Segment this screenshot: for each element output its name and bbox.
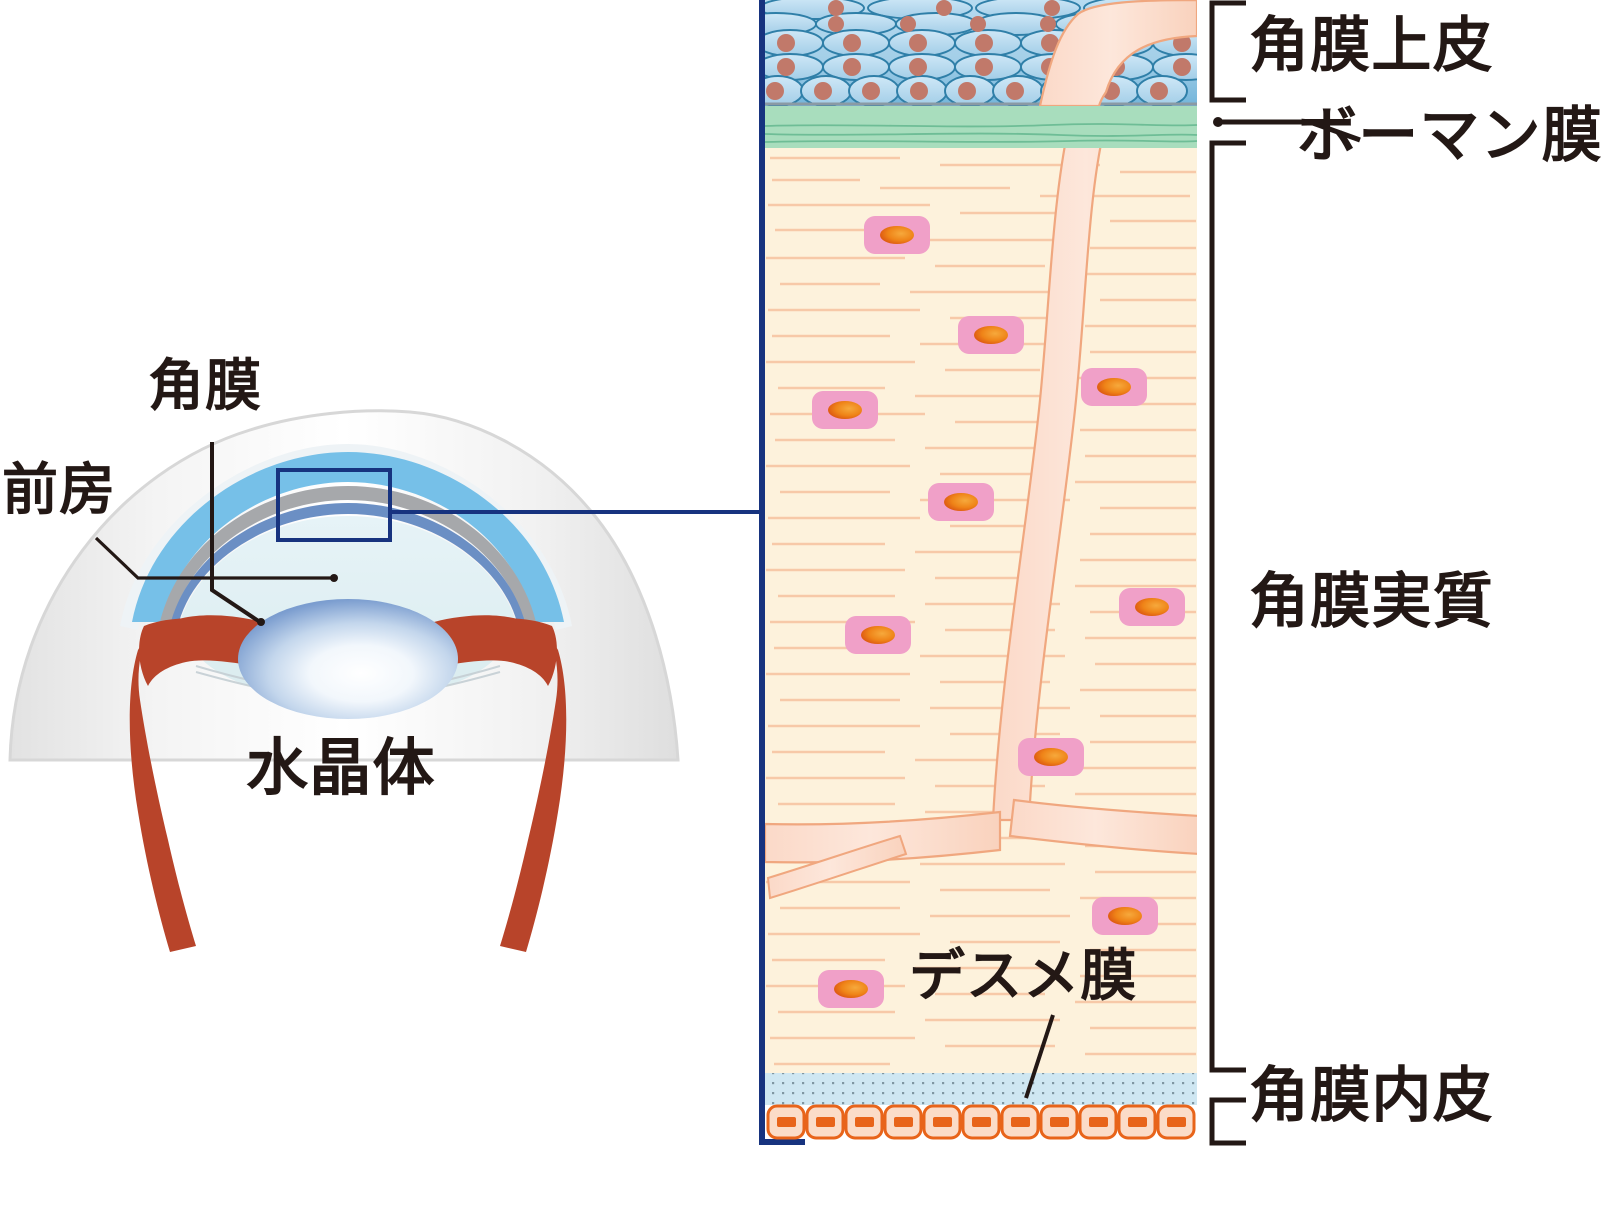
iris-ciliary-right (407, 615, 567, 952)
endothelium-cells (766, 1104, 1196, 1140)
descemet-leader (1024, 1014, 1055, 1099)
callout-box (276, 468, 392, 542)
cornea-inner-blue-band (171, 503, 525, 622)
bracket-epithelium (1209, 0, 1246, 103)
label-bowman-membrane: ボーマン膜 (1297, 102, 1603, 169)
label-lens: 水晶体 (246, 734, 436, 803)
keratocyte (1092, 897, 1158, 935)
label-cornea: 角膜 (148, 354, 263, 417)
keratocyte (818, 970, 884, 1008)
bracket-endothelium (1209, 1097, 1246, 1146)
anterior-chamber-leader-line (94, 536, 334, 580)
panel-blue-frame (759, 0, 805, 1145)
label-corneal-endothelium: 角膜内皮 (1249, 1062, 1494, 1129)
descemet-membrane-layer (765, 1073, 1197, 1105)
keratocyte (1119, 588, 1185, 626)
corneal-nerve-fiber (765, 1, 1197, 900)
keratocyte (845, 616, 911, 654)
label-anterior-chamber: 前房 (2, 458, 117, 521)
anterior-chamber-leader-dot (330, 574, 338, 582)
keratocyte (1018, 738, 1084, 776)
eye-cross-section (8, 409, 762, 952)
label-descemet-membrane: デスメ膜 (909, 944, 1138, 1007)
histology-panel (759, 0, 1361, 1146)
nerve-in-epithelium (1038, 0, 1197, 106)
cornea-leader-line (210, 442, 262, 624)
keratocyte (928, 483, 994, 521)
bowman-layer-fibers (764, 123, 1198, 143)
crystalline-lens (238, 599, 458, 719)
cornea-gray-band (160, 486, 536, 622)
cornea-outer-blue (132, 452, 564, 622)
bracket-stroma (1209, 140, 1246, 1073)
label-corneal-stroma: 角膜実質 (1249, 568, 1494, 635)
bowman-leader-dot (1213, 117, 1223, 127)
iris-ciliary-left (129, 615, 289, 952)
cornea-leader-dot (257, 618, 265, 626)
label-corneal-epithelium: 角膜上皮 (1249, 12, 1494, 79)
keratocyte (864, 216, 930, 254)
keratocyte (1081, 368, 1147, 406)
bracket-bowman-leader (1217, 119, 1361, 143)
keratocyte (812, 391, 878, 429)
keratocyte-group (812, 216, 1185, 1008)
keratocyte (958, 316, 1024, 354)
